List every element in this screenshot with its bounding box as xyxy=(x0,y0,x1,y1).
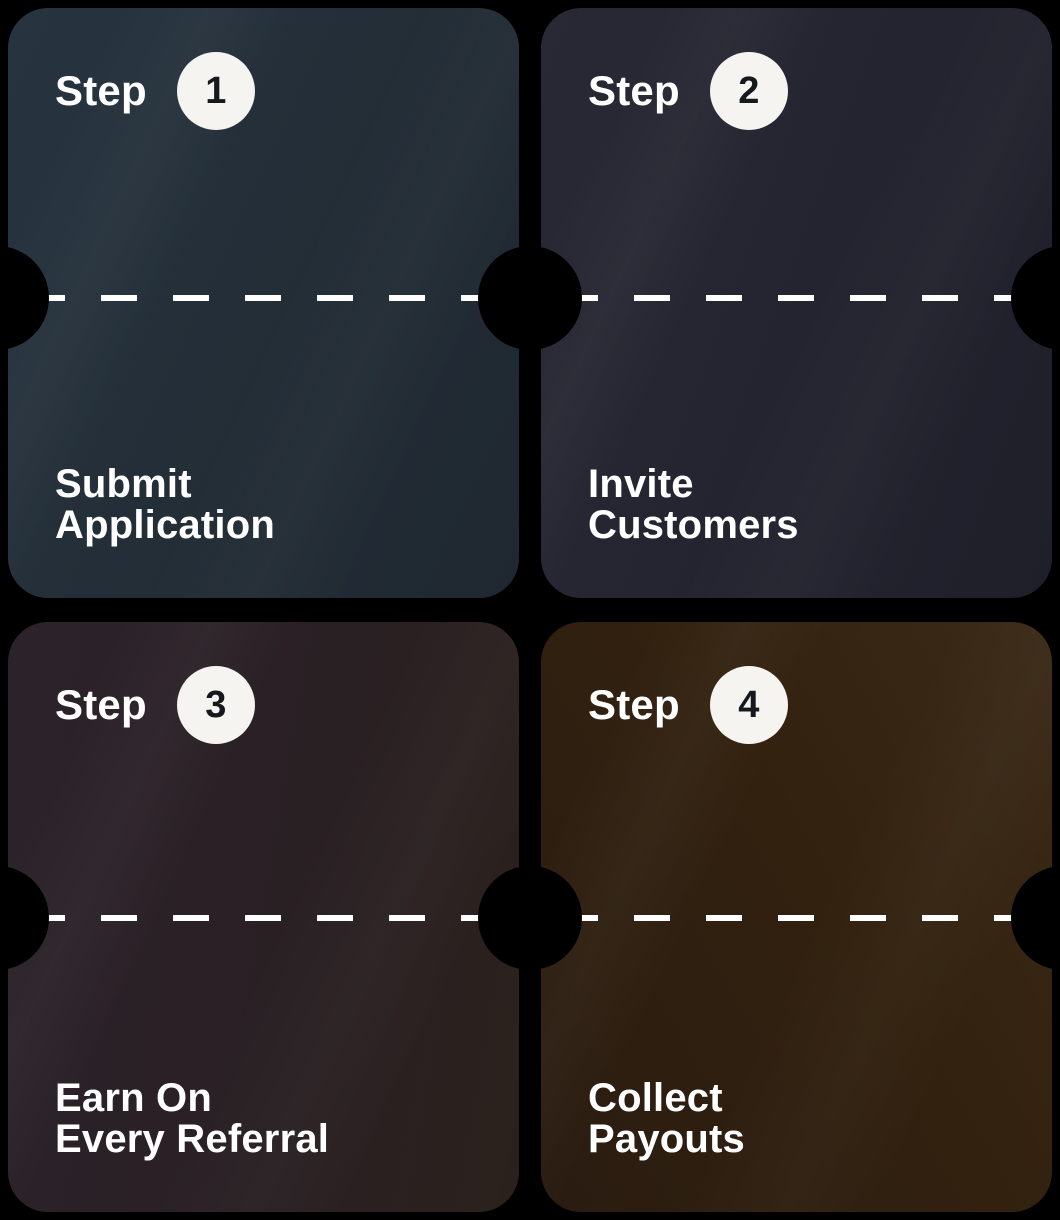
perforation-dashed-line xyxy=(8,295,519,301)
step-label: Step xyxy=(588,681,680,728)
card-title: Collect Payouts xyxy=(588,1078,745,1160)
step-label: Step xyxy=(55,681,147,728)
ticket-notch-right xyxy=(478,866,519,970)
card-title-line2: Every Referral xyxy=(55,1117,330,1162)
perforation-dashed-line xyxy=(541,915,1052,921)
card-title-line1: Submit xyxy=(55,462,192,507)
card-title-line2: Customers xyxy=(588,503,799,548)
step-header: Step 3 xyxy=(55,666,255,744)
card-title-line1: Invite xyxy=(588,462,694,507)
ticket-notch-left xyxy=(8,246,49,350)
perforation-dashed-line xyxy=(541,295,1052,301)
step-header: Step 1 xyxy=(55,52,255,130)
ticket-notch-left xyxy=(8,866,49,970)
ticket-card-step-1: Step 1 Submit Application xyxy=(8,8,519,598)
ticket-notch-left xyxy=(541,246,582,350)
step-number-badge: 3 xyxy=(176,666,255,744)
ticket-notch-right xyxy=(478,246,519,350)
step-header: Step 2 xyxy=(588,52,788,130)
ticket-notch-right xyxy=(1011,246,1052,350)
perforation-dashed-line xyxy=(8,915,519,921)
step-label: Step xyxy=(55,67,147,114)
ticket-notch-left xyxy=(541,866,582,970)
card-title-line2: Payouts xyxy=(588,1117,746,1162)
step-number-badge: 1 xyxy=(176,52,255,130)
ticket-card-step-4: Step 4 Collect Payouts xyxy=(541,622,1052,1212)
step-label: Step xyxy=(588,67,680,114)
step-header: Step 4 xyxy=(588,666,788,744)
card-title-line1: Collect xyxy=(588,1076,723,1121)
card-title-line2: Application xyxy=(55,503,275,548)
card-title: Earn On Every Referral xyxy=(55,1078,329,1160)
ticket-card-step-3: Step 3 Earn On Every Referral xyxy=(8,622,519,1212)
step-number-badge: 4 xyxy=(709,666,788,744)
ticket-card-step-2: Step 2 Invite Customers xyxy=(541,8,1052,598)
ticket-notch-right xyxy=(1011,866,1052,970)
card-title-line1: Earn On xyxy=(55,1076,212,1121)
card-title: Submit Application xyxy=(55,464,275,546)
card-title: Invite Customers xyxy=(588,464,799,546)
step-number-badge: 2 xyxy=(709,52,788,130)
